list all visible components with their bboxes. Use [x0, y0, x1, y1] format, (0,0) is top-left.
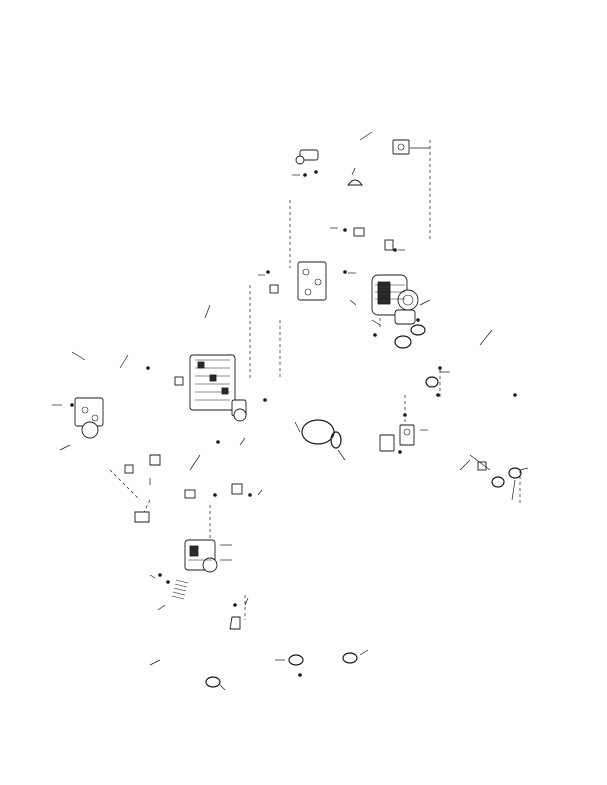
parts: [74, 139, 522, 688]
assembly-lines: [109, 140, 521, 620]
hydraulic-pump: [371, 274, 419, 325]
left-valve-block: [74, 397, 104, 439]
hose-clamp-rings: [205, 335, 522, 688]
pump-seal-ring: [410, 324, 426, 336]
callout-leaders: [52, 131, 529, 691]
tee-fitting-top: [295, 149, 319, 165]
hose-flex-section: [171, 571, 189, 604]
lower-gear-unit: [184, 539, 218, 573]
hose-bottom-suction: [158, 600, 350, 668]
dome-cap: [347, 179, 363, 186]
manifold-block: [297, 261, 327, 301]
hoses: [52, 143, 542, 668]
clamp-bracket-right: [379, 424, 415, 452]
hose-left-loop: [52, 358, 192, 400]
hose-left-down: [71, 418, 92, 462]
hose-upper-return: [314, 143, 391, 234]
bolts: [70, 170, 517, 677]
bracket-bottom-left: [134, 454, 241, 630]
fittings: [124, 227, 487, 499]
bracket-top-right: [392, 139, 410, 155]
control-valve-assembly: [189, 354, 247, 422]
hose-main-long: [244, 408, 542, 475]
hose-pump-outlet: [391, 340, 522, 392]
